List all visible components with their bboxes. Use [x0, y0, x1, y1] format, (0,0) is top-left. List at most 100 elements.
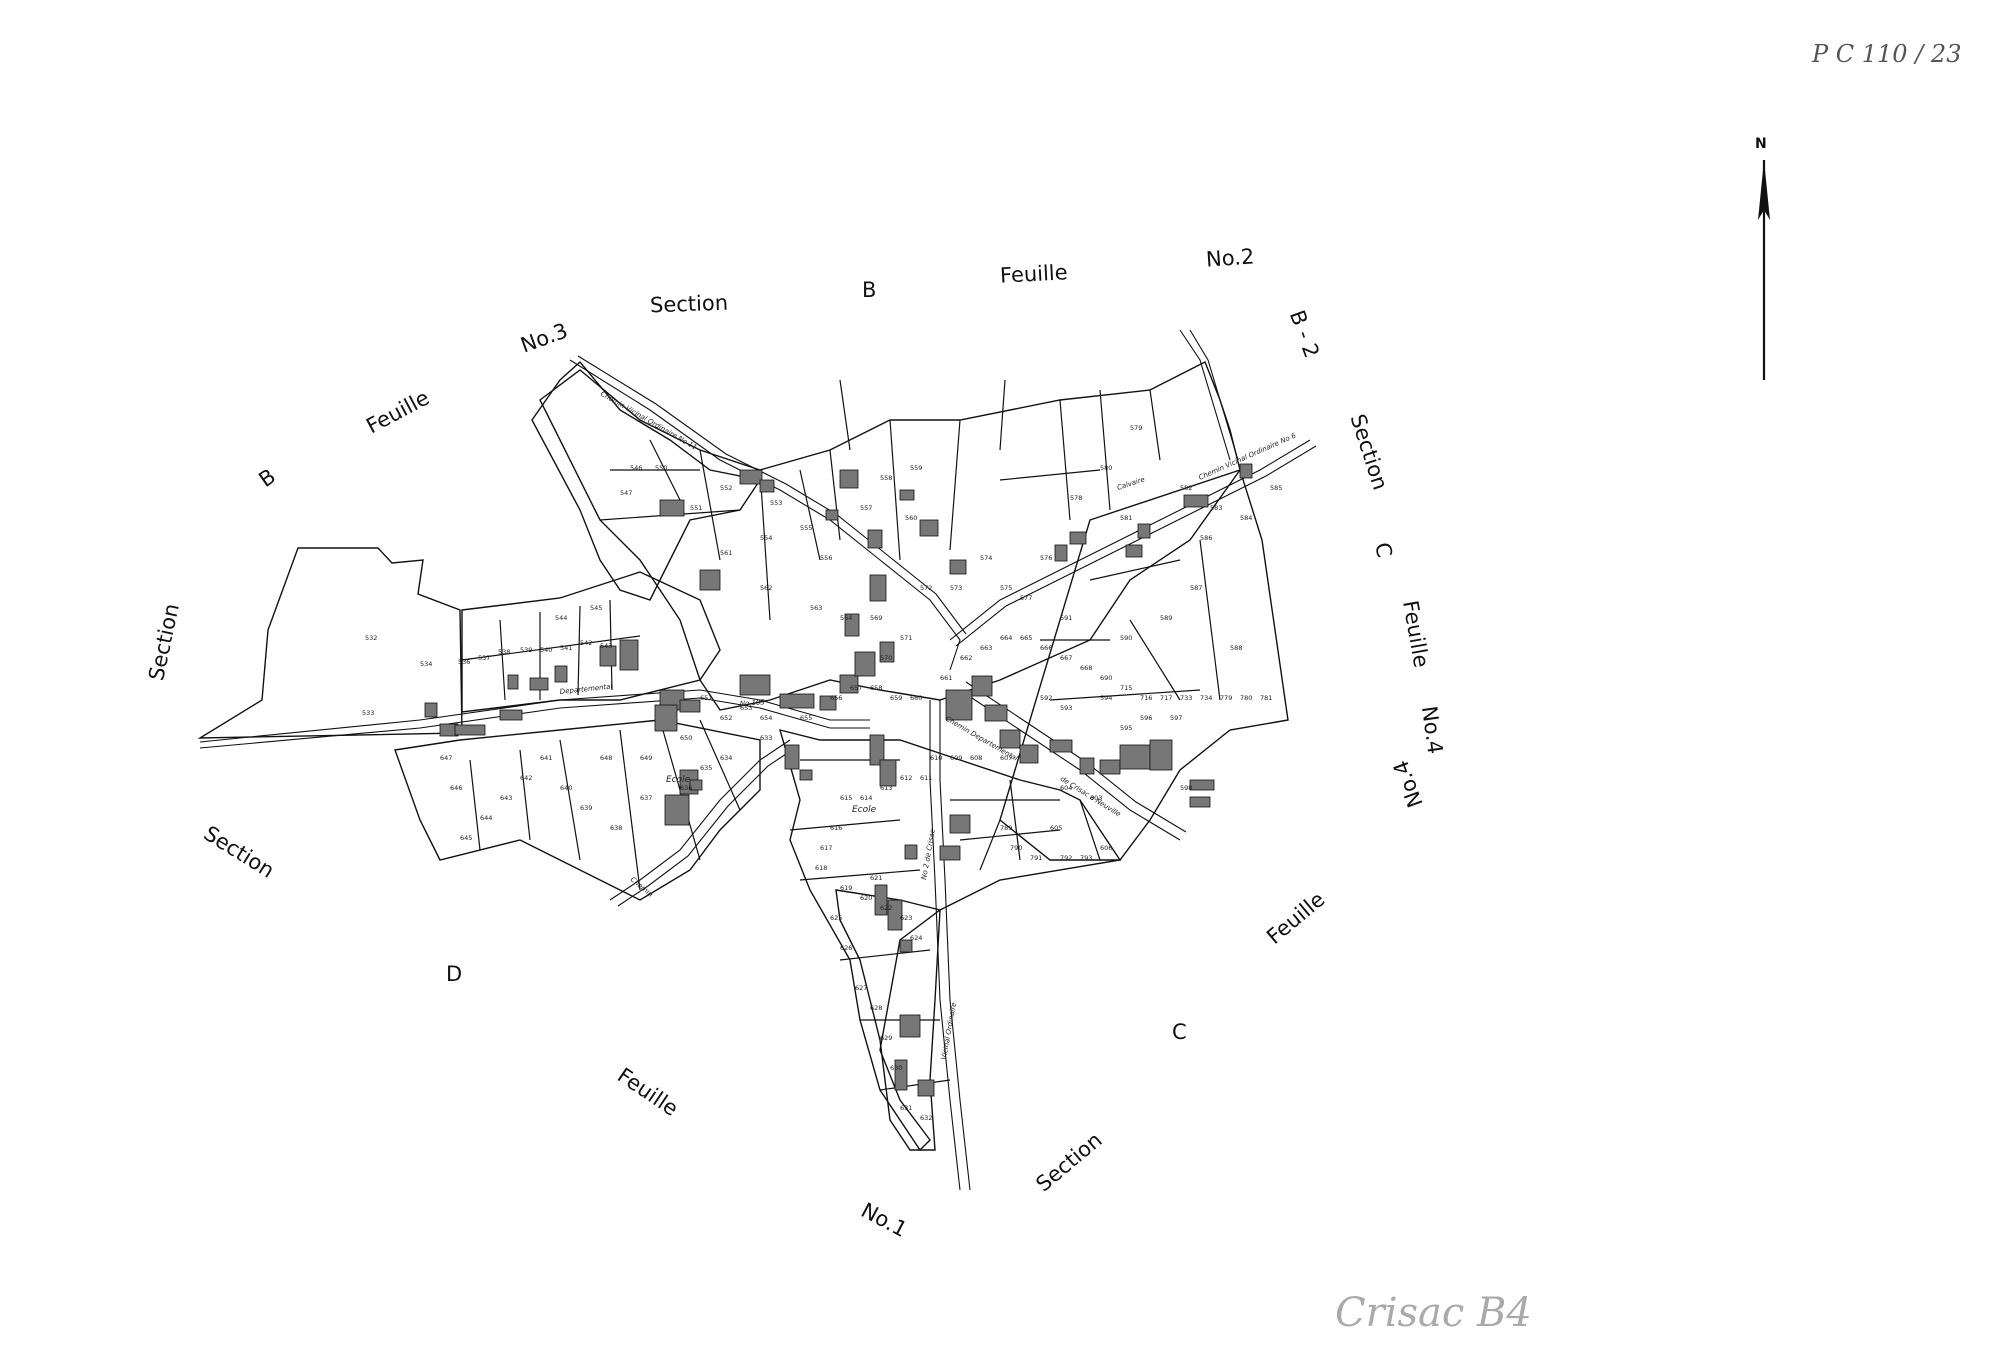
parcel-number: 623	[900, 914, 912, 922]
parcel-number: 545	[590, 604, 602, 612]
parcel-number: 590	[1120, 634, 1132, 642]
parcel-number: 791	[1030, 854, 1042, 862]
parcel-number: 780	[1240, 694, 1252, 702]
parcel-number: 547	[620, 489, 632, 497]
parcel-number: 578	[1070, 494, 1082, 502]
top-section-letter: B	[862, 278, 877, 302]
sheet-reference: P C 110 / 23	[1812, 40, 1962, 68]
parcel-number: 621	[870, 874, 882, 882]
parcel-number: 662	[960, 654, 972, 662]
parcel-number: 603	[1090, 794, 1102, 802]
top-feuille-word: Feuille	[999, 260, 1069, 288]
parcel-number: 625	[830, 914, 842, 922]
parcel-number: 781	[1260, 694, 1272, 702]
parcel-number: 561	[720, 549, 732, 557]
parcel-number: 534	[420, 660, 432, 668]
parcel-number: 533	[362, 709, 374, 717]
road-label-departemental-left: Departemental	[559, 682, 613, 695]
parcel-number: 793	[1080, 854, 1092, 862]
parcel-number: 564	[840, 614, 852, 622]
parcel-number: 661	[940, 674, 952, 682]
parcel-number: 663	[980, 644, 992, 652]
parcel-number: 610	[930, 754, 942, 762]
parcel-number: 651	[700, 694, 712, 702]
parcel-number: 595	[1120, 724, 1132, 732]
parcel-number: 596	[1140, 714, 1152, 722]
parcel-number: 556	[820, 554, 832, 562]
parcel-number: 613	[880, 784, 892, 792]
parcel-number: 716	[1140, 694, 1152, 702]
bottom-right-section-letter: C	[1172, 1020, 1187, 1044]
parcel-number: 627	[855, 984, 867, 992]
parcel-number: 790	[1010, 844, 1022, 852]
parcel-number: 615	[840, 794, 852, 802]
parcel-number: 593	[1060, 704, 1072, 712]
parcel-number: 667	[1060, 654, 1072, 662]
parcel-number: 583	[1210, 504, 1222, 512]
parcel-number: 612	[900, 774, 912, 782]
road-label-ecole-2: Ecole	[852, 805, 877, 815]
parcel-number: 588	[1230, 644, 1242, 652]
parcel-number: 570	[880, 654, 892, 662]
parcel-number: 573	[950, 584, 962, 592]
parcel-number: 609	[950, 754, 962, 762]
parcel-number: 572	[920, 584, 932, 592]
parcel-number: 656	[830, 694, 842, 702]
north-label: N	[1755, 136, 1767, 152]
parcel-number: 617	[820, 844, 832, 852]
parcel-number: 582	[1180, 484, 1192, 492]
parcel-number: 571	[900, 634, 912, 642]
parcel-number: 641	[540, 754, 552, 762]
parcel-number: 574	[980, 554, 992, 562]
parcel-number: 637	[640, 794, 652, 802]
parcel-number: 587	[1190, 584, 1202, 592]
parcel-number: 658	[870, 684, 882, 692]
parcel-number: 532	[365, 634, 377, 642]
parcel-number: 629	[880, 1034, 892, 1042]
parcel-number: 538	[498, 648, 510, 656]
parcel-number: 715	[1120, 684, 1132, 692]
parcel-number: 585	[1270, 484, 1282, 492]
parcel-number: 649	[640, 754, 652, 762]
parcel-number: 664	[1000, 634, 1012, 642]
parcel-number: 644	[480, 814, 492, 822]
parcel-number: 539	[520, 646, 532, 654]
parcel-number: 733	[1180, 694, 1192, 702]
parcel-number: 647	[440, 754, 452, 762]
parcel-number: 580	[1100, 464, 1112, 472]
parcel-number: 639	[580, 804, 592, 812]
parcel-number: 652	[720, 714, 732, 722]
parcel-number: 779	[1220, 694, 1232, 702]
parcel-lines	[461, 379, 1221, 1091]
parcel-number: 591	[1060, 614, 1072, 622]
parcel-number: 586	[1200, 534, 1212, 542]
parcel-number: 618	[815, 864, 827, 872]
parcel-number: 633	[760, 734, 772, 742]
parcel-number: 668	[1080, 664, 1092, 672]
parcel-number: 577	[1020, 594, 1032, 602]
parcel-number: 620	[860, 894, 872, 902]
parcel-number: 635	[700, 764, 712, 772]
parcel-number: 655	[800, 714, 812, 722]
parcel-number: 631	[900, 1104, 912, 1112]
parcel-number: 648	[600, 754, 612, 762]
parcel-number: 605	[1050, 824, 1062, 832]
north-arrow	[1758, 160, 1770, 380]
parcel-number: 646	[450, 784, 462, 792]
parcel-number: 606	[1100, 844, 1112, 852]
parcel-number: 584	[1240, 514, 1252, 522]
road-label-calvaire: Calvaire	[1116, 475, 1146, 491]
parcel-number: 643	[500, 794, 512, 802]
parcel-number: 622	[880, 904, 892, 912]
parcel-number: 597	[1170, 714, 1182, 722]
parcel-number: 543	[600, 642, 612, 650]
parcel-number: 598	[1180, 784, 1192, 792]
parcel-number: 555	[800, 524, 812, 532]
parcel-number: 579	[1130, 424, 1142, 432]
parcel-number: 557	[860, 504, 872, 512]
parcel-number: 576	[1040, 554, 1052, 562]
parcel-number: 542	[580, 639, 592, 647]
parcel-number: 666	[1040, 644, 1052, 652]
